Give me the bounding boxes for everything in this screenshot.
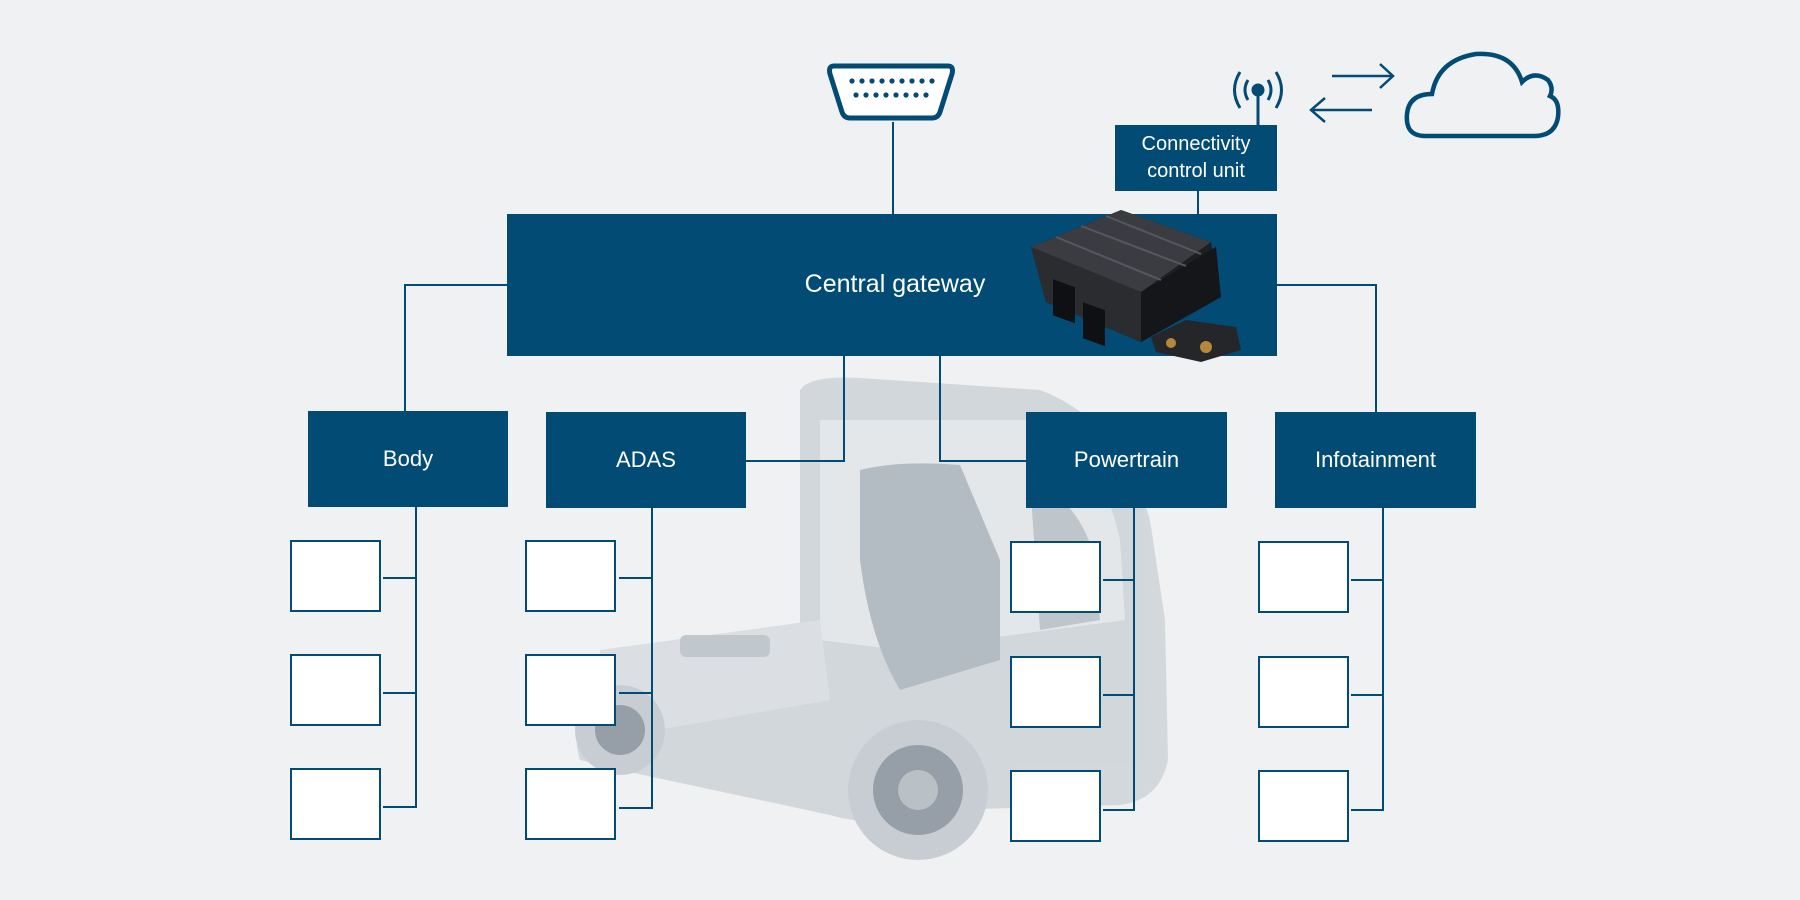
line-gateway-to-body: [404, 284, 508, 411]
ecu-infotainment-1: [1258, 541, 1349, 613]
ecu-infotainment-2: [1258, 656, 1349, 728]
ecu-body-2: [290, 654, 381, 726]
ecu-adas-1: [525, 540, 616, 612]
line-gateway-to-adas: [746, 355, 845, 462]
diagnostic-port-icon: [827, 63, 955, 121]
domain-infotainment-label: Infotainment: [1314, 447, 1437, 472]
ecu-powertrain-1: [1010, 541, 1101, 613]
ecu-powertrain-3: [1010, 770, 1101, 842]
connectivity-control-unit-box: Connectivity control unit: [1115, 125, 1277, 191]
domain-powertrain-box: Powertrain: [1026, 412, 1227, 508]
central-gateway-label: Central gateway: [804, 269, 986, 298]
gateway-hardware-image: [1031, 210, 1241, 362]
domain-infotainment-box: Infotainment: [1275, 412, 1476, 508]
connection-lines: [383, 122, 1384, 811]
ecu-powertrain-2: [1010, 656, 1101, 728]
central-gateway-box: Central gateway: [507, 210, 1277, 362]
line-gateway-to-infotainment: [1276, 284, 1377, 412]
domain-powertrain-label: Powertrain: [1073, 447, 1180, 472]
bus-body: [383, 507, 417, 808]
domain-adas-box: ADAS: [546, 412, 746, 508]
domain-body-label: Body: [382, 446, 434, 471]
antenna-icon: [1233, 71, 1283, 125]
cloud-icon: [1404, 51, 1561, 139]
ccu-label-line2: control unit: [1147, 160, 1245, 182]
ecu-adas-2: [525, 654, 616, 726]
line-gateway-to-powertrain: [939, 355, 1027, 462]
ecu-body-1: [290, 540, 381, 612]
ecu-body-3: [290, 768, 381, 840]
bus-infotainment: [1351, 508, 1384, 811]
domain-body-box: Body: [308, 411, 508, 507]
domain-adas-label: ADAS: [616, 447, 676, 472]
bus-powertrain: [1103, 508, 1135, 811]
ccu-label-line1: Connectivity: [1141, 133, 1251, 155]
bus-adas: [619, 508, 653, 809]
ecu-infotainment-3: [1258, 770, 1349, 842]
ecu-adas-3: [525, 768, 616, 840]
data-exchange-arrows-icon: [1309, 63, 1395, 123]
